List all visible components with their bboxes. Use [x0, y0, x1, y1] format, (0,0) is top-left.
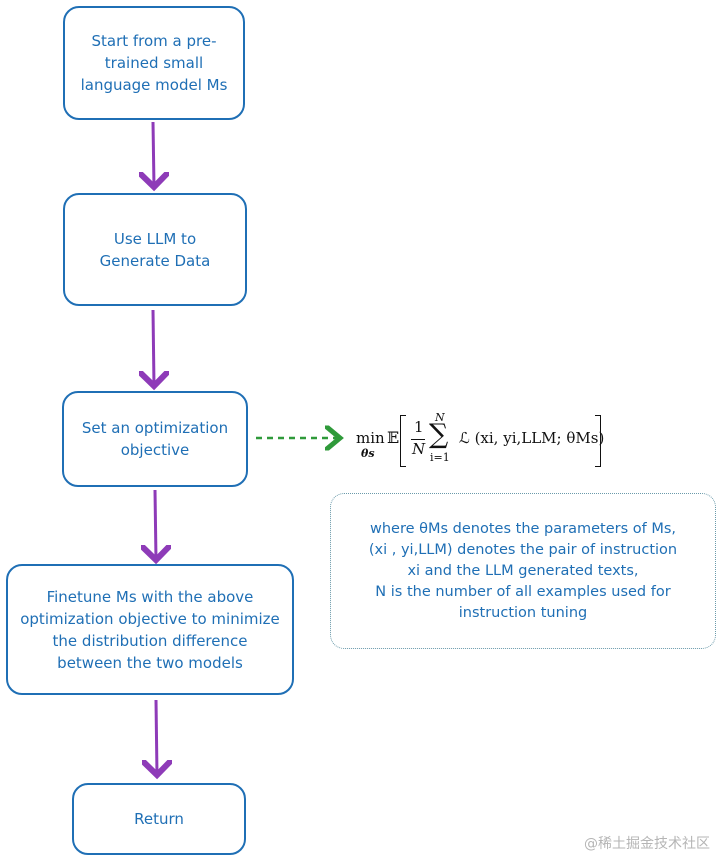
node-line: Set an optimization [81, 419, 229, 437]
formula-min-subscript: θs [361, 447, 375, 460]
arrow-objective-to-finetune [155, 489, 156, 560]
node-line: Finetune Ms with the above [46, 587, 254, 606]
node-line: Start from a pre- [91, 32, 217, 50]
node-line: language model Ms [80, 76, 228, 94]
arrow-start-to-generate [153, 121, 154, 187]
formula-sum-bottom: i=1 [430, 451, 450, 464]
node-line: Use LLM to [113, 229, 197, 248]
finetune-node: Finetune Ms with the above optimization … [6, 564, 294, 695]
node-line: optimization objective to minimize [20, 609, 280, 628]
note-line: where θMs denotes the parameters of Ms, [369, 520, 677, 537]
objective-node: Set an optimization objective [62, 391, 248, 487]
note-line: xi and the LLM generated texts, [407, 562, 639, 579]
optimization-formula: min θs 𝔼 1 N N ∑ i=1 ℒ (xi, yi,LLM; θMs) [356, 411, 606, 467]
start-node: Start from a pre- trained small language… [63, 6, 245, 120]
formula-loss: ℒ (xi, yi,LLM; θMs) [459, 429, 605, 447]
node-line: the distribution difference [52, 631, 248, 650]
arrow-generate-to-objective [153, 309, 154, 386]
node-line: between the two models [57, 653, 243, 672]
note-line: (xi , yi,LLM) denotes the pair of instru… [368, 541, 678, 558]
arrow-finetune-to-return [156, 699, 157, 775]
sum-icon: ∑ [429, 419, 449, 450]
node-line: Generate Data [99, 251, 211, 270]
generate-data-node: Use LLM to Generate Data [63, 193, 247, 306]
note-line: instruction tuning [458, 604, 588, 621]
formula-fraction-numerator: 1 [414, 418, 424, 436]
formula-expectation: 𝔼 [387, 428, 400, 447]
node-line: Return [134, 810, 184, 828]
fraction-bar [411, 439, 425, 441]
return-node: Return [72, 783, 246, 855]
node-line: objective [120, 441, 190, 459]
watermark: @稀土掘金技术社区 [584, 836, 710, 852]
left-bracket [400, 415, 406, 467]
formula-fraction-denominator: N [412, 440, 426, 458]
node-line: trained small [104, 54, 204, 72]
formula-sum-top: N [435, 411, 445, 424]
explanation-note: where θMs denotes the parameters of Ms, … [330, 493, 716, 649]
right-bracket [595, 415, 601, 467]
note-line: N is the number of all examples used for [375, 583, 671, 600]
formula-min: min [356, 429, 385, 447]
